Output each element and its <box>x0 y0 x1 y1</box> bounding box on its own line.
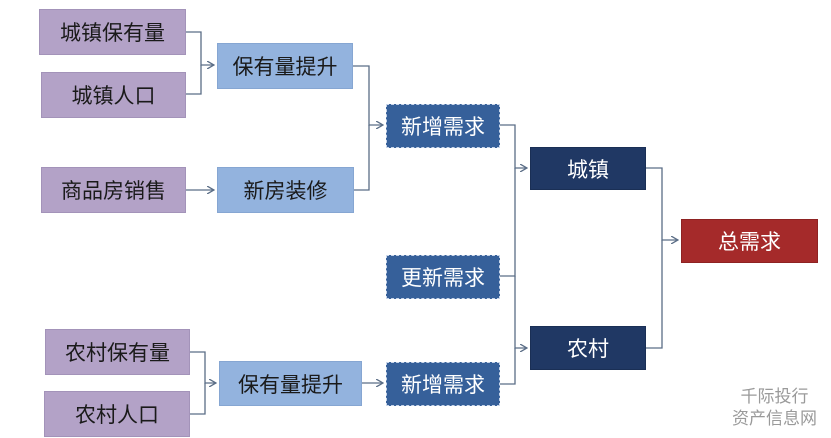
node-label: 新房装修 <box>243 179 328 203</box>
connector-rural <box>646 240 663 349</box>
watermark: 千际投行 资产信息网 <box>732 386 817 430</box>
node-replacement-demand: 更新需求 <box>386 255 500 299</box>
connector-new-demand-urban <box>500 124 527 168</box>
node-label: 城镇保有量 <box>60 21 165 45</box>
node-label: 新增需求 <box>401 373 485 397</box>
node-label: 保有量提升 <box>238 372 343 397</box>
connector-decoration <box>354 125 370 191</box>
connector-urban <box>646 167 678 240</box>
node-label: 城镇人口 <box>71 84 156 108</box>
node-stock-increase-urban: 保有量提升 <box>217 43 353 89</box>
node-stock-increase-rural: 保有量提升 <box>219 361 362 406</box>
node-label: 保有量提升 <box>232 55 338 79</box>
connector-stock-increase-urban <box>353 65 383 125</box>
watermark-line1: 千际投行 <box>740 387 809 407</box>
node-new-demand-rural: 新增需求 <box>386 362 500 406</box>
connector-rural-population <box>190 383 206 415</box>
node-total-demand: 总需求 <box>681 219 818 263</box>
node-housing-sales: 商品房销售 <box>41 167 186 213</box>
node-label: 商品房销售 <box>61 179 166 203</box>
watermark-line2: 资产信息网 <box>732 409 817 429</box>
node-label: 农村保有量 <box>65 341 170 365</box>
connector-new-demand-rural <box>500 348 516 385</box>
connector-urban-stock <box>186 31 214 65</box>
node-label: 农村 <box>567 337 609 361</box>
connector-replacement-rural <box>514 276 527 348</box>
node-label: 新增需求 <box>401 115 485 139</box>
node-label: 总需求 <box>718 230 781 254</box>
node-rural-population: 农村人口 <box>44 391 190 437</box>
node-rural-stock: 农村保有量 <box>45 329 190 375</box>
node-label: 农村人口 <box>75 403 159 427</box>
connector-rural-stock <box>190 351 216 383</box>
node-rural: 农村 <box>530 326 646 370</box>
node-urban-stock: 城镇保有量 <box>39 9 186 55</box>
node-urban-population: 城镇人口 <box>41 72 186 118</box>
node-new-demand-urban: 新增需求 <box>386 104 500 148</box>
node-urban: 城镇 <box>530 147 646 190</box>
connector-urban-population <box>186 65 202 95</box>
node-label: 城镇 <box>567 157 609 182</box>
node-label: 更新需求 <box>401 266 485 290</box>
node-new-house-decoration: 新房装修 <box>217 167 354 213</box>
connector-replacement-vertical <box>500 168 516 277</box>
